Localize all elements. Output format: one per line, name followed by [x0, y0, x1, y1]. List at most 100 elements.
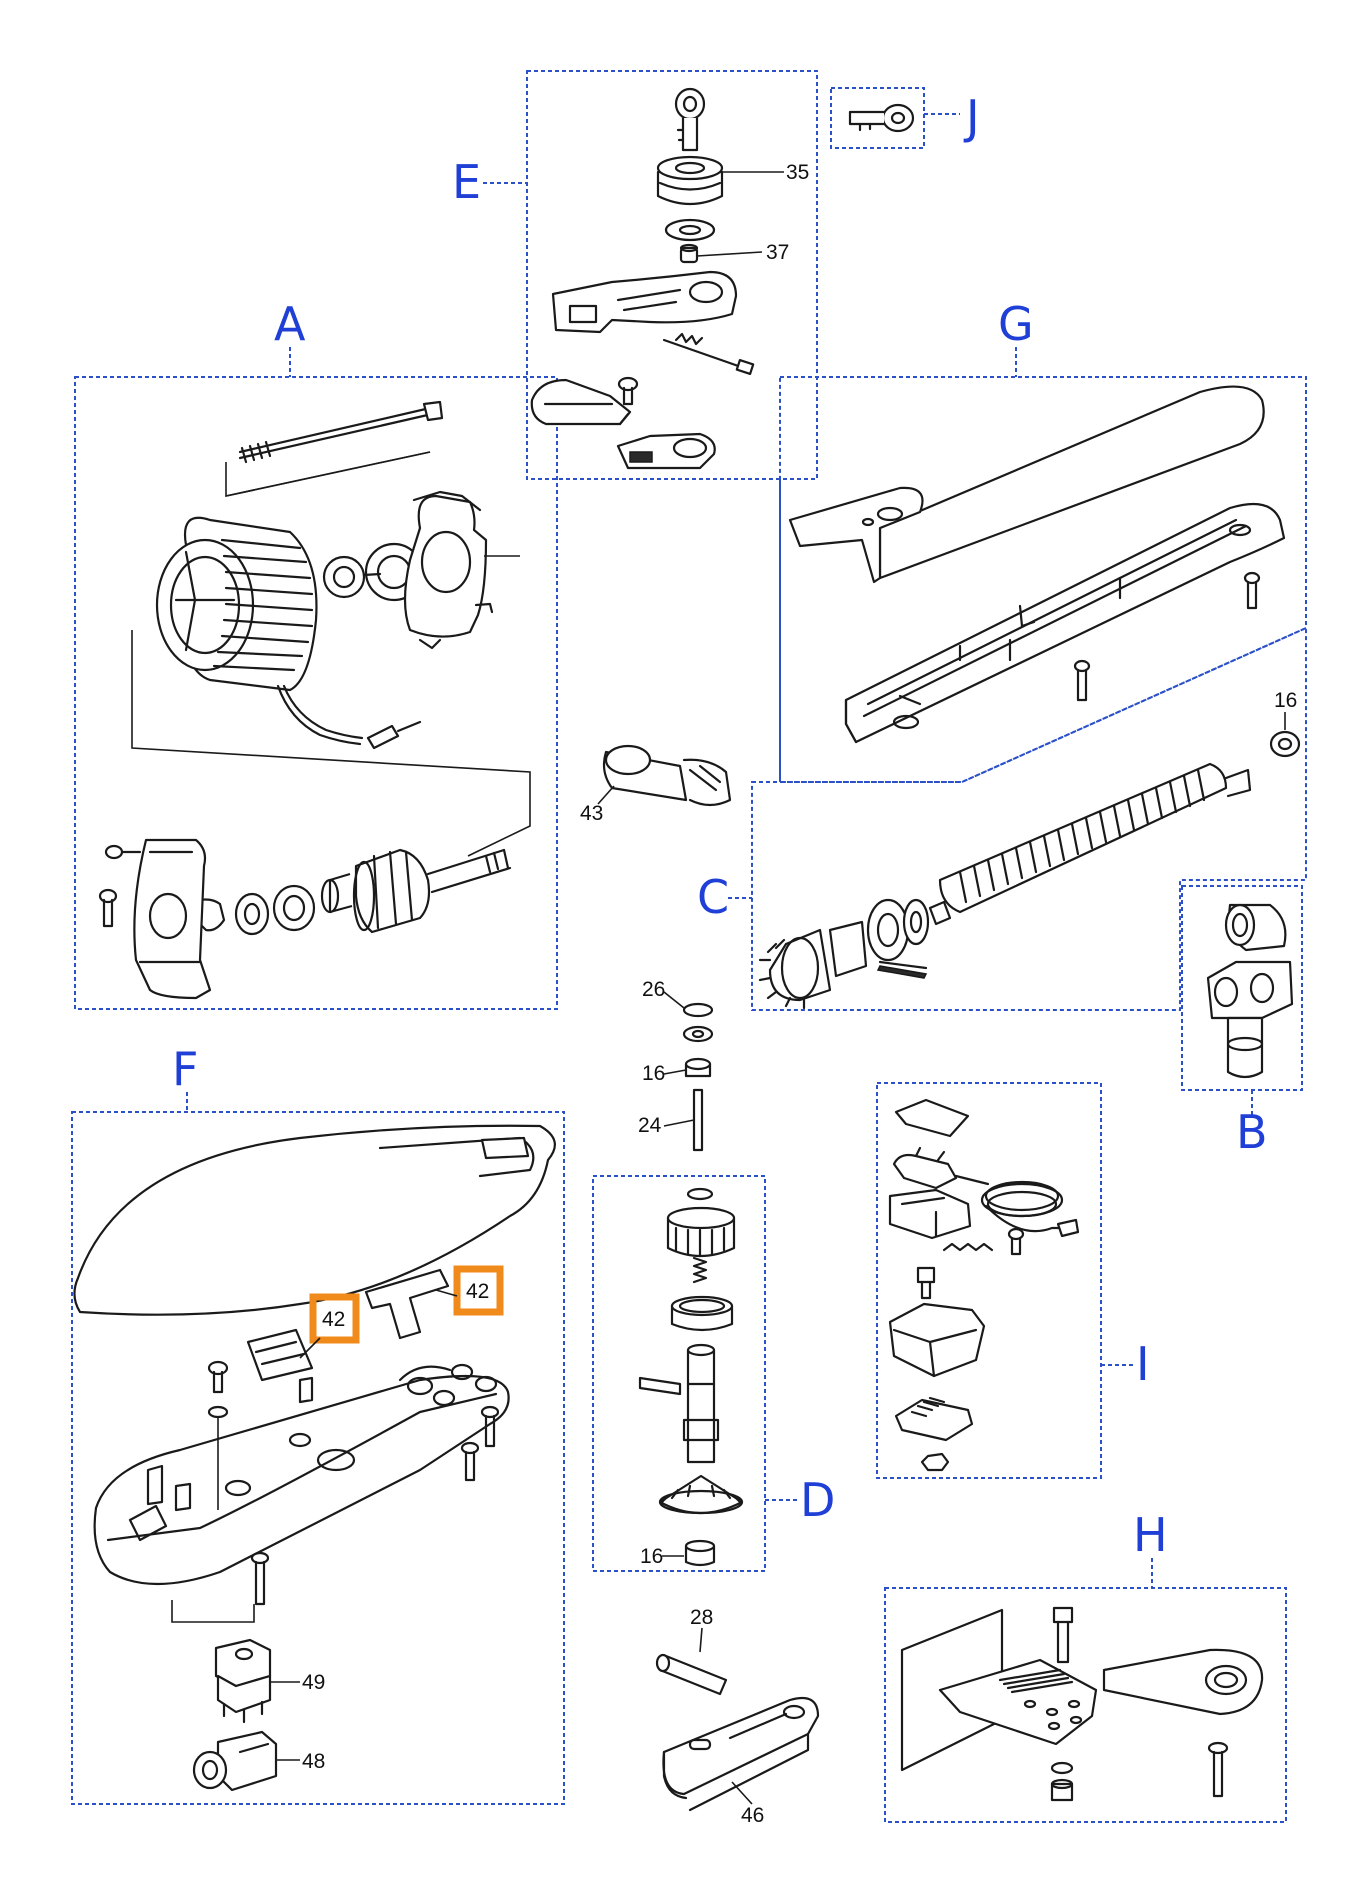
group-box-a [74, 376, 558, 1010]
group-f-callouts: 49 48 [302, 1671, 325, 1773]
lower-bevel-d [658, 1474, 744, 1515]
group-e-callouts: 35 37 [696, 161, 809, 264]
arm-tray [844, 502, 1286, 744]
i-holder [888, 1188, 972, 1240]
upper-gear-d [666, 1206, 736, 1258]
pin-28 [655, 1653, 728, 1696]
group-a-parts [98, 400, 531, 1000]
group-d-callouts: 16 [640, 1545, 684, 1568]
group-letter-d: D [800, 1473, 835, 1527]
group-box-i [876, 1082, 1102, 1479]
group-h-parts [900, 1606, 1264, 1802]
i-switch [892, 1146, 990, 1190]
group-b-parts [1206, 903, 1294, 1079]
group-letter-c: C [697, 870, 729, 924]
group-box-g [779, 376, 1307, 783]
release-lever [551, 270, 738, 334]
stator-winding [155, 516, 364, 746]
group-i-parts [888, 1098, 1080, 1472]
callout-46: 46 [741, 1804, 764, 1827]
link-46 [662, 1696, 820, 1812]
group-g-parts [788, 385, 1286, 744]
tie-rod [238, 400, 444, 464]
group-letter-j: J [963, 90, 980, 144]
bracket-42-left [246, 1328, 314, 1382]
motor-plug [366, 720, 422, 750]
worm-screw [938, 762, 1252, 914]
lower-flange [133, 838, 212, 1000]
h-wall-plate [900, 1608, 1098, 1772]
d-shaft [638, 1343, 720, 1464]
capacitor [602, 744, 732, 807]
callout-49: 49 [302, 1671, 325, 1694]
cover-screw [617, 376, 639, 406]
group-e-parts [530, 87, 755, 470]
h-screw-right [1207, 1741, 1229, 1798]
group-f-parts [73, 1124, 556, 1792]
upper-flange [403, 490, 494, 650]
bracket-42-right [364, 1268, 450, 1340]
housing-screws [207, 1360, 500, 1606]
highlight-42-left: 42 [299, 1293, 360, 1359]
h-washer-nut [1050, 1761, 1074, 1802]
group-letter-f: F [172, 1042, 198, 1096]
shaft-stack-callouts: 26 16 24 [638, 978, 695, 1137]
housing-base [93, 1363, 510, 1586]
h-gate-plate [1102, 1648, 1264, 1716]
callout-28: 28 [690, 1606, 713, 1629]
group-letter-e: E [452, 155, 481, 209]
group-leaders [186, 113, 1253, 1588]
callout-24: 24 [638, 1114, 662, 1137]
group-j-key [848, 103, 915, 133]
i-cable [980, 1180, 1080, 1238]
group-box-c [751, 626, 1307, 1011]
callout-16-d: 16 [640, 1545, 663, 1568]
i-bolt [916, 1266, 936, 1300]
bevel-gear-c [758, 920, 868, 1010]
outer-cover [73, 1124, 556, 1316]
b-fork [1206, 960, 1294, 1079]
limit-switch-49 [214, 1638, 300, 1724]
shaft-stack [682, 1002, 714, 1152]
group-letter-g: G [998, 297, 1034, 351]
grub-screw [679, 243, 699, 264]
group-letter-i: I [1136, 1337, 1150, 1391]
group-letter-h: H [1133, 1508, 1168, 1562]
i-screw-small [1007, 1227, 1025, 1256]
callout-16-c: 16 [1274, 689, 1297, 712]
latch-base [616, 432, 716, 470]
group-c-parts [602, 730, 1301, 1010]
group-box-b [1181, 885, 1303, 1091]
flange-screws [98, 844, 142, 928]
d-bushing-16 [684, 1539, 716, 1567]
release-cover [530, 378, 632, 426]
callout-35: 35 [786, 161, 809, 184]
group-box-f [71, 1111, 565, 1805]
rotor [320, 848, 512, 934]
i-box [888, 1302, 986, 1378]
h-bolt [1052, 1606, 1074, 1664]
group-box-d [592, 1175, 766, 1572]
callout-16-top: 16 [642, 1062, 665, 1085]
b-bushing [1224, 903, 1287, 952]
group-box-j [830, 87, 925, 149]
solenoid-48 [192, 1730, 300, 1792]
callout-48: 48 [302, 1750, 325, 1773]
group-letter-a: A [274, 297, 306, 351]
lower-bearings [196, 884, 316, 936]
callout-42-right: 42 [466, 1280, 489, 1303]
group-outlines [71, 70, 1307, 1823]
lock-cylinder [656, 155, 724, 242]
arm-link-callouts: 28 46 [690, 1606, 764, 1827]
d-sleeve [670, 1295, 734, 1332]
i-pad [894, 1098, 970, 1138]
highlight-42-right: 42 [435, 1265, 504, 1316]
callout-26: 26 [642, 978, 665, 1001]
group-letters: E J A G C B F D I H [172, 90, 1268, 1562]
callout-42-left: 42 [322, 1308, 345, 1331]
i-terminal [894, 1396, 974, 1442]
i-spring [942, 1242, 994, 1252]
group-c-callouts: 16 43 [580, 689, 1297, 825]
end-bushing-16 [1269, 730, 1301, 758]
